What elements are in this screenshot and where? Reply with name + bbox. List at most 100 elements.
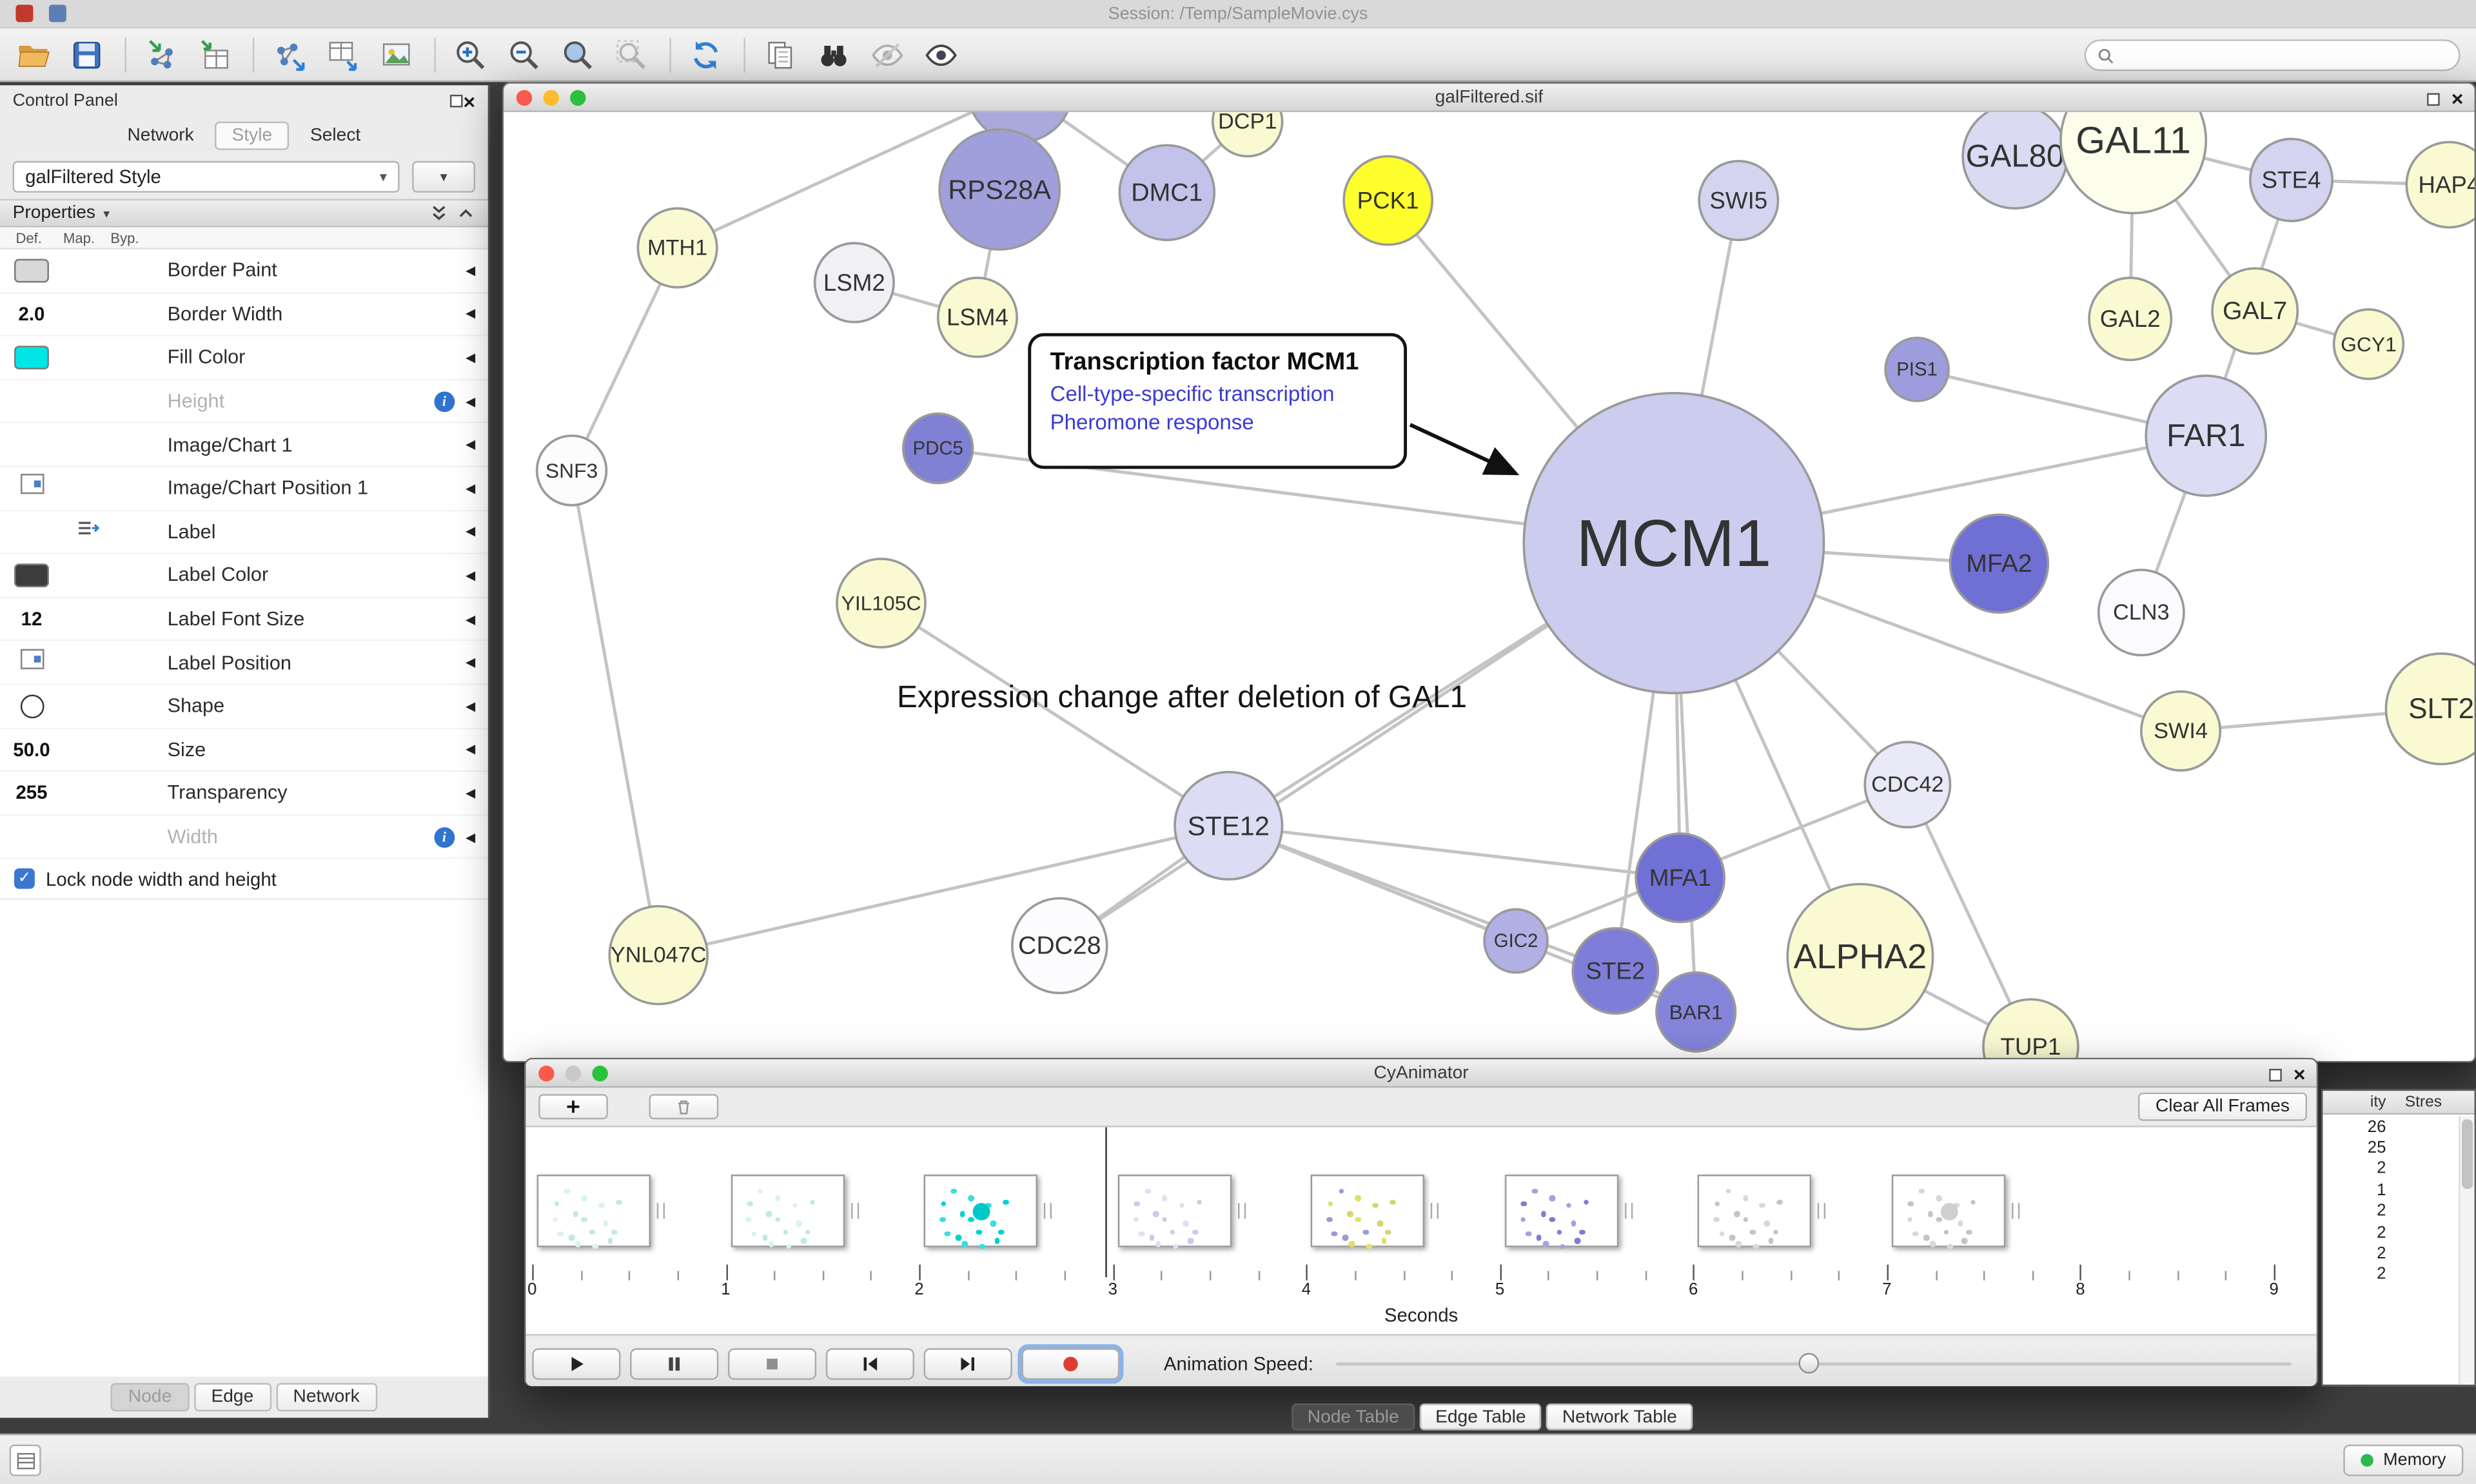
- frame-resize-grip[interactable]: [1624, 1203, 1633, 1219]
- lock-size-row[interactable]: ✓ Lock node width and height: [0, 859, 488, 901]
- node-circle[interactable]: [636, 207, 718, 289]
- show-all-icon[interactable]: [921, 34, 962, 75]
- expand-arrow-icon[interactable]: ◀: [466, 263, 476, 278]
- open-session-icon[interactable]: [13, 34, 54, 75]
- expand-arrow-icon[interactable]: ◀: [466, 612, 476, 627]
- edge-SNF3-MTH1[interactable]: [570, 247, 679, 471]
- node-circle[interactable]: [1786, 883, 1934, 1031]
- property-row-border-paint[interactable]: Border Paint◀: [0, 249, 488, 293]
- network-caption[interactable]: Expression change after deletion of GAL1: [897, 680, 1468, 716]
- expand-arrow-icon[interactable]: ◀: [466, 568, 476, 583]
- export-table-icon[interactable]: [322, 34, 364, 75]
- node-circle[interactable]: [2211, 267, 2299, 355]
- zoom-fit-icon[interactable]: [557, 34, 598, 75]
- expand-all-icon[interactable]: [429, 204, 448, 222]
- mapping-icon[interactable]: [75, 518, 99, 546]
- frame-resize-grip[interactable]: [1044, 1203, 1052, 1219]
- node-circle[interactable]: [1635, 832, 1726, 924]
- table-mode-button[interactable]: [9, 1444, 41, 1476]
- tab-select[interactable]: Select: [310, 126, 361, 146]
- zoom-in-icon[interactable]: [450, 34, 491, 75]
- close-icon[interactable]: ×: [463, 89, 476, 113]
- default-value-cell[interactable]: [0, 563, 63, 587]
- column-header-stres[interactable]: Stres: [2404, 1093, 2442, 1111]
- expand-arrow-icon[interactable]: ◀: [466, 350, 476, 365]
- position-icon[interactable]: [19, 648, 44, 677]
- node-circle[interactable]: [2088, 277, 2173, 362]
- frame-resize-grip[interactable]: [2011, 1203, 2020, 1219]
- expand-arrow-icon[interactable]: ◀: [466, 655, 476, 670]
- collapse-all-icon[interactable]: [457, 204, 475, 222]
- node-GAL80[interactable]: GAL80: [1961, 112, 2068, 210]
- node-YNL047C[interactable]: YNL047C: [608, 904, 709, 1006]
- node-circle[interactable]: [2059, 112, 2208, 215]
- default-value-cell[interactable]: 12: [0, 608, 63, 630]
- node-circle[interactable]: [1884, 337, 1950, 402]
- node-circle[interactable]: [1483, 908, 1549, 974]
- frame-thumbnail-5[interactable]: [1504, 1175, 1618, 1249]
- frame-thumbnail-3[interactable]: [1117, 1175, 1232, 1249]
- node-CLN3[interactable]: CLN3: [2097, 569, 2185, 657]
- property-row-image-chart-1[interactable]: Image/Chart 1◀: [0, 424, 488, 467]
- table-row[interactable]: 1: [2323, 1180, 2474, 1201]
- record-button[interactable]: [1021, 1347, 1120, 1380]
- expand-arrow-icon[interactable]: ◀: [466, 786, 476, 801]
- node-MFA2[interactable]: MFA2: [1949, 513, 2050, 614]
- node-circle[interactable]: [608, 904, 709, 1006]
- panel-tab-node[interactable]: Node: [110, 1383, 190, 1412]
- add-frame-button[interactable]: [538, 1094, 608, 1120]
- node-TUP1[interactable]: TUP1: [1982, 998, 2079, 1061]
- frame-thumbnail-0[interactable]: [536, 1175, 651, 1249]
- node-GAL11[interactable]: GAL11: [2059, 112, 2208, 215]
- node-circle[interactable]: [1522, 391, 1825, 694]
- annotation-link-2[interactable]: Pheromone response: [1050, 410, 1254, 434]
- table-row[interactable]: 2: [2323, 1158, 2474, 1180]
- properties-header-bar[interactable]: Properties ▾: [0, 199, 488, 228]
- node-YIL105C[interactable]: YIL105C: [836, 558, 927, 649]
- node-circle[interactable]: [1211, 112, 1284, 158]
- frame-resize-grip[interactable]: [1818, 1203, 1826, 1219]
- node-PCK1[interactable]: PCK1: [1342, 155, 1434, 246]
- expand-arrow-icon[interactable]: ◀: [466, 394, 476, 409]
- node-circle[interactable]: [535, 434, 608, 507]
- node-circle[interactable]: [1982, 998, 2079, 1061]
- annotation-box[interactable]: Transcription factor MCM1 Cell-type-spec…: [1028, 333, 1408, 469]
- property-row-label-color[interactable]: Label Color◀: [0, 554, 488, 598]
- node-ALPHA2[interactable]: ALPHA2: [1786, 883, 1934, 1031]
- memory-button[interactable]: Memory: [2343, 1444, 2464, 1476]
- play-button[interactable]: [532, 1347, 621, 1380]
- frame-resize-grip[interactable]: [850, 1203, 859, 1219]
- node-SWI5[interactable]: SWI5: [1698, 159, 1780, 242]
- edge-MTH1-TOP[interactable]: [676, 112, 1020, 249]
- export-image-icon[interactable]: [376, 34, 417, 75]
- expand-arrow-icon[interactable]: ◀: [466, 307, 476, 322]
- table-row[interactable]: 26: [2323, 1116, 2474, 1137]
- default-value[interactable]: 255: [15, 782, 48, 805]
- panel-tab-edge[interactable]: Edge: [193, 1383, 271, 1412]
- node-circle[interactable]: [2097, 569, 2185, 657]
- ellipse-shape-icon[interactable]: [19, 694, 44, 718]
- node-LSM2[interactable]: LSM2: [813, 242, 895, 324]
- default-value-cell[interactable]: [0, 474, 63, 502]
- node-MTH1[interactable]: MTH1: [636, 207, 718, 289]
- edge-YNL047C-STE12[interactable]: [658, 824, 1229, 957]
- property-row-image-chart-position-1[interactable]: Image/Chart Position 1◀: [0, 467, 488, 511]
- property-row-label-position[interactable]: Label Position◀: [0, 641, 488, 685]
- node-circle[interactable]: [936, 277, 1018, 358]
- node-circle[interactable]: [2405, 141, 2475, 229]
- lock-size-checkbox[interactable]: ✓: [14, 868, 35, 890]
- node-circle[interactable]: [2248, 137, 2334, 222]
- node-SLT2[interactable]: SLT2: [2384, 652, 2475, 766]
- node-circle[interactable]: [1174, 770, 1284, 881]
- node-SWI4[interactable]: SWI4: [2139, 690, 2222, 772]
- search-box[interactable]: [2084, 39, 2461, 72]
- import-network-icon[interactable]: [141, 34, 182, 75]
- copy-icon[interactable]: [760, 34, 801, 75]
- expand-arrow-icon[interactable]: ◀: [466, 524, 476, 539]
- export-network-icon[interactable]: [268, 34, 310, 75]
- node-circle[interactable]: [1655, 971, 1737, 1053]
- edge-YIL105C-STE12[interactable]: [880, 601, 1230, 827]
